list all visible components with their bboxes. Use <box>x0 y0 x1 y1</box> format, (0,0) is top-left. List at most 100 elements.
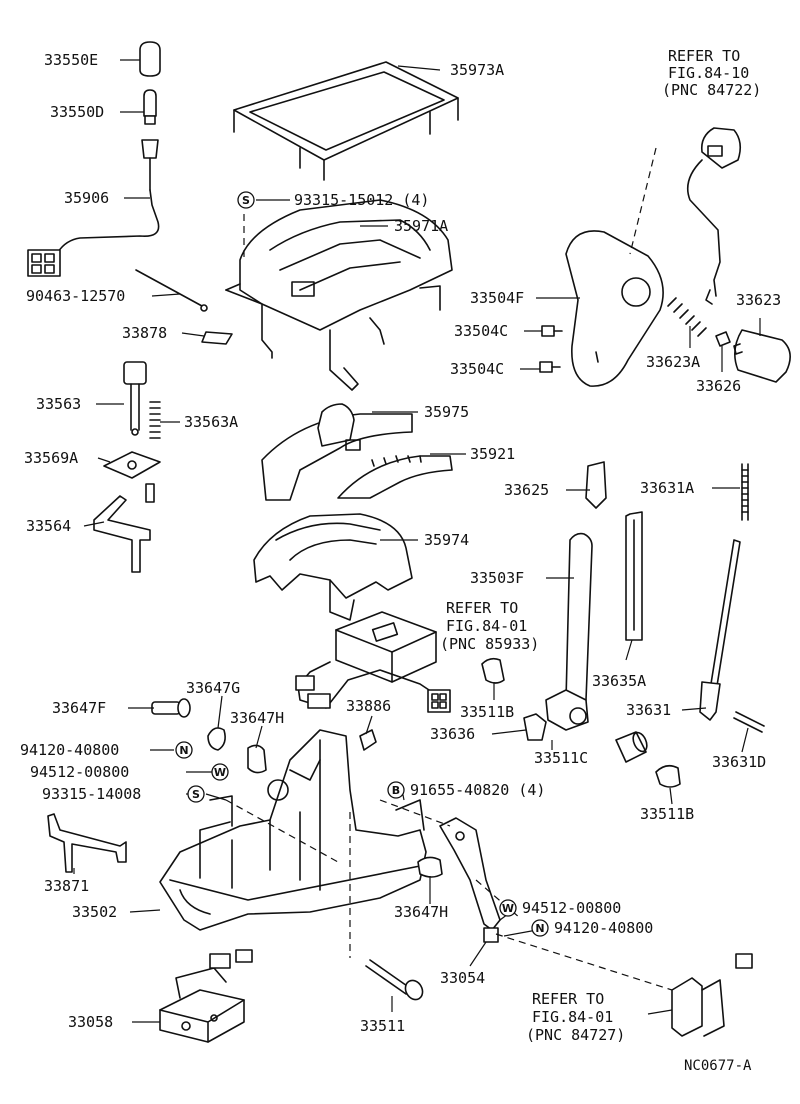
part-solenoid-33623 <box>733 329 791 383</box>
callout-33647H-upper: 33647H <box>230 709 284 727</box>
refer-85933-line3: (PNC 85933) <box>440 635 539 653</box>
part-lever-33564 <box>93 495 151 573</box>
callout-94120-40800-left: 94120-40800 <box>20 741 119 759</box>
symbol-b: B <box>387 781 405 799</box>
callout-33626: 33626 <box>696 377 741 395</box>
callout-33058: 33058 <box>68 1013 113 1031</box>
callout-33563: 33563 <box>36 395 81 413</box>
part-switch-33058 <box>159 949 253 1043</box>
callout-33647H-lower: 33647H <box>394 903 448 921</box>
part-washer-33626 <box>715 331 731 347</box>
part-washer-33647G <box>207 727 226 751</box>
part-plate-33569A <box>103 451 161 503</box>
part-shift-knob-cap <box>139 41 161 77</box>
callout-33647G: 33647G <box>186 679 240 697</box>
svg-text:S: S <box>192 788 200 801</box>
part-shift-knob-bulb <box>143 89 157 125</box>
part-pin-33647F <box>151 698 191 718</box>
callout-33635A: 33635A <box>592 672 646 690</box>
part-number-callouts: 33550E 33550D 35906 90463-12570 33878 33… <box>20 51 781 1035</box>
part-bracket-33504F <box>565 230 664 387</box>
callout-94512-00800-left: 94512-00800 <box>30 763 129 781</box>
refer-85933-line1: REFER TO <box>446 599 518 617</box>
svg-text:W: W <box>502 902 514 915</box>
part-switch-84727 <box>671 953 753 1037</box>
callout-33871: 33871 <box>44 877 89 895</box>
callout-33647F: 33647F <box>52 699 106 717</box>
part-bracket-33871 <box>47 813 127 873</box>
symbol-w-left: W <box>211 763 229 781</box>
refer-84722-line1: REFER TO <box>668 47 740 65</box>
part-base-33502 <box>159 729 427 931</box>
callout-33564: 33564 <box>26 517 71 535</box>
callout-33563A: 33563A <box>184 413 238 431</box>
part-clip-33636 <box>523 713 547 741</box>
callout-33569A: 33569A <box>24 449 78 467</box>
symbol-n-right: N <box>531 919 549 937</box>
callout-91655-40820: 91655-40820 (4) <box>410 781 545 799</box>
callout-33550E: 33550E <box>44 51 98 69</box>
callout-33504F: 33504F <box>470 289 524 307</box>
part-upper-cover-35971A <box>225 199 453 391</box>
callout-33503F: 33503F <box>470 569 524 587</box>
callout-94120-40800-right: 94120-40800 <box>554 919 653 937</box>
refer-84722-line3: (PNC 84722) <box>662 81 761 99</box>
part-collar-33647H-lower <box>417 856 443 878</box>
svg-text:S: S <box>242 194 250 207</box>
callout-33502: 33502 <box>72 903 117 921</box>
part-pin-33631D <box>733 711 765 733</box>
callout-33625: 33625 <box>504 481 549 499</box>
diagram-code: NC0677-A <box>684 1058 752 1074</box>
refer-84727-line3: (PNC 84727) <box>526 1026 625 1044</box>
callout-35971A: 35971A <box>394 217 448 235</box>
symbol-s-lower: S <box>187 785 205 803</box>
part-connector-84722 <box>686 127 742 305</box>
callout-33550D: 33550D <box>50 103 104 121</box>
part-rod-33631 <box>699 539 741 721</box>
refer-85933-line2: FIG.84-01 <box>446 617 527 635</box>
svg-text:N: N <box>179 744 188 757</box>
part-bushing-33511B-upper <box>481 657 505 684</box>
symbol-w-right: W <box>499 899 517 917</box>
part-spring-33563A <box>149 401 161 439</box>
callout-35975: 35975 <box>424 403 469 421</box>
svg-text:B: B <box>392 784 400 797</box>
part-switch-wire-35906 <box>27 139 160 277</box>
part-cable-tie <box>135 269 208 312</box>
part-spring-33623A <box>667 297 707 337</box>
part-lever-33503F <box>545 532 593 731</box>
svg-text:N: N <box>535 922 544 935</box>
callout-33511: 33511 <box>360 1017 405 1035</box>
callout-33886: 33886 <box>346 697 391 715</box>
refer-84722-line2: FIG.84-10 <box>668 64 749 82</box>
part-clip-33625 <box>585 461 607 509</box>
callout-33511B-upper: 33511B <box>460 703 514 721</box>
part-lower-cover-35974 <box>253 513 413 621</box>
callout-33054: 33054 <box>440 969 485 987</box>
callout-33636: 33636 <box>430 725 475 743</box>
callout-33623: 33623 <box>736 291 781 309</box>
part-position-plate-35975 <box>261 403 413 501</box>
part-collar-33647H-upper <box>247 744 267 774</box>
callout-33631: 33631 <box>626 701 671 719</box>
callout-33511C: 33511C <box>534 749 588 767</box>
callout-33511B-lower: 33511B <box>640 805 694 823</box>
callout-93315-14008: 93315-14008 <box>42 785 141 803</box>
part-control-module-85933 <box>295 611 451 713</box>
part-slide-33563 <box>123 361 147 436</box>
part-detent-33054 <box>439 817 501 943</box>
callout-35974: 35974 <box>424 531 469 549</box>
part-indicator-35921 <box>337 455 453 499</box>
callout-35921: 35921 <box>470 445 515 463</box>
part-bushing-33511C <box>615 731 648 763</box>
refer-note-85933: REFER TO FIG.84-01 (PNC 85933) <box>440 599 539 653</box>
part-bushing-33886 <box>359 729 377 751</box>
part-bezel-frame-35973A <box>233 61 459 181</box>
callout-33504C-lower: 33504C <box>450 360 504 378</box>
symbol-s-upper: S <box>237 191 255 209</box>
part-bushing-33511B-lower <box>655 764 681 788</box>
part-rod-33631A <box>741 463 749 521</box>
refer-note-84722: REFER TO FIG.84-10 (PNC 84722) <box>662 47 761 99</box>
part-bolt-33511 <box>365 959 424 1001</box>
